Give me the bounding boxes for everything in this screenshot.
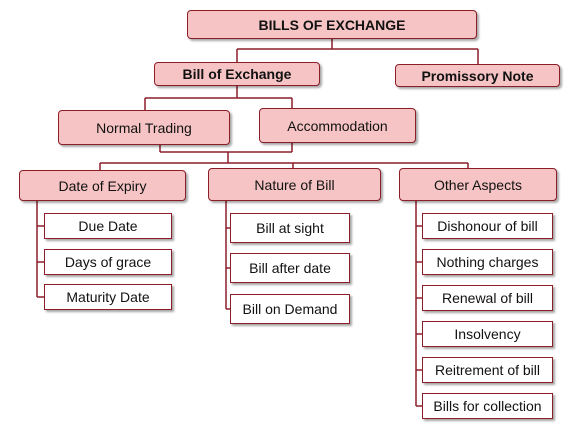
node-normal-trading: Normal Trading xyxy=(58,110,230,145)
leaf-due-date: Due Date xyxy=(44,213,172,239)
node-accommodation: Accommodation xyxy=(259,108,416,143)
leaf-reitrement-of-bill: Reitrement of bill xyxy=(422,357,553,383)
leaf-insolvency: Insolvency xyxy=(422,321,553,347)
leaf-bills-for-collection: Bills for collection xyxy=(422,393,553,419)
node-promissory-note: Promissory Note xyxy=(395,64,560,87)
node-bill-of-exchange: Bill of Exchange xyxy=(154,62,320,86)
leaf-days-of-grace: Days of grace xyxy=(44,249,172,275)
node-other-aspects: Other Aspects xyxy=(399,168,557,201)
node-date-of-expiry: Date of Expiry xyxy=(19,170,186,201)
leaf-dishonour-of-bill: Dishonour of bill xyxy=(422,213,553,239)
leaf-bill-at-sight: Bill at sight xyxy=(230,213,350,243)
leaf-bill-after-date: Bill after date xyxy=(230,253,350,283)
leaf-renewal-of-bill: Renewal of bill xyxy=(422,285,553,311)
node-nature-of-bill: Nature of Bill xyxy=(208,168,381,201)
leaf-nothing-charges: Nothing charges xyxy=(422,249,553,275)
leaf-maturity-date: Maturity Date xyxy=(44,284,172,310)
node-bills-of-exchange: BILLS OF EXCHANGE xyxy=(187,10,477,39)
leaf-bill-on-demand: Bill on Demand xyxy=(230,294,350,324)
